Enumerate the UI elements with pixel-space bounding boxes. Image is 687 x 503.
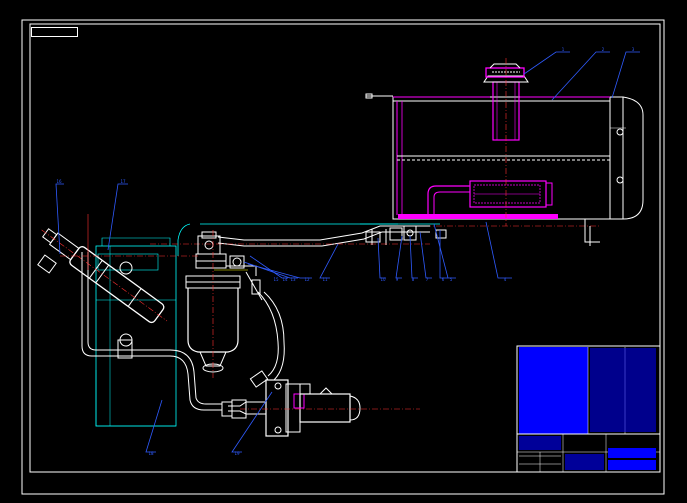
balloon-number: 5: [450, 277, 453, 282]
balloon-number: 7: [426, 277, 429, 282]
balloon-number: 11: [322, 277, 328, 282]
leaders: [55, 51, 640, 453]
balloon-number: 6: [442, 277, 445, 282]
balloon-number: 2: [602, 47, 605, 52]
fuel-line: [150, 223, 447, 256]
balloon-number: 18: [148, 451, 154, 456]
balloon-number: 3: [632, 47, 635, 52]
balloon-number: 10: [380, 277, 386, 282]
injection-pump: [221, 379, 420, 437]
balloon-number: 16: [56, 179, 62, 184]
balloon-number: 14: [282, 277, 288, 282]
balloon-number: 4: [504, 277, 507, 282]
balloon-number: 1: [562, 47, 565, 52]
hose-clamp-right: [365, 231, 381, 243]
inner-frame: [29, 23, 661, 473]
injector-assembly: [37, 214, 222, 427]
filler-cap: [485, 67, 525, 78]
drawing-title-tag: [31, 27, 78, 37]
title-block: [516, 345, 661, 473]
balloon-number: 13: [290, 277, 296, 282]
balloon-number: 19: [234, 451, 240, 456]
fuel-tank: [365, 58, 644, 246]
fuel-filter: [185, 230, 263, 378]
balloon-number: 9: [396, 277, 399, 282]
balloon-number: 12: [304, 277, 310, 282]
outer-frame: [21, 19, 665, 495]
pressure-pipe: [249, 291, 285, 388]
balloon-number: 17: [120, 179, 126, 184]
balloon-number: 15: [273, 277, 279, 282]
balloon-number: 8: [412, 277, 415, 282]
